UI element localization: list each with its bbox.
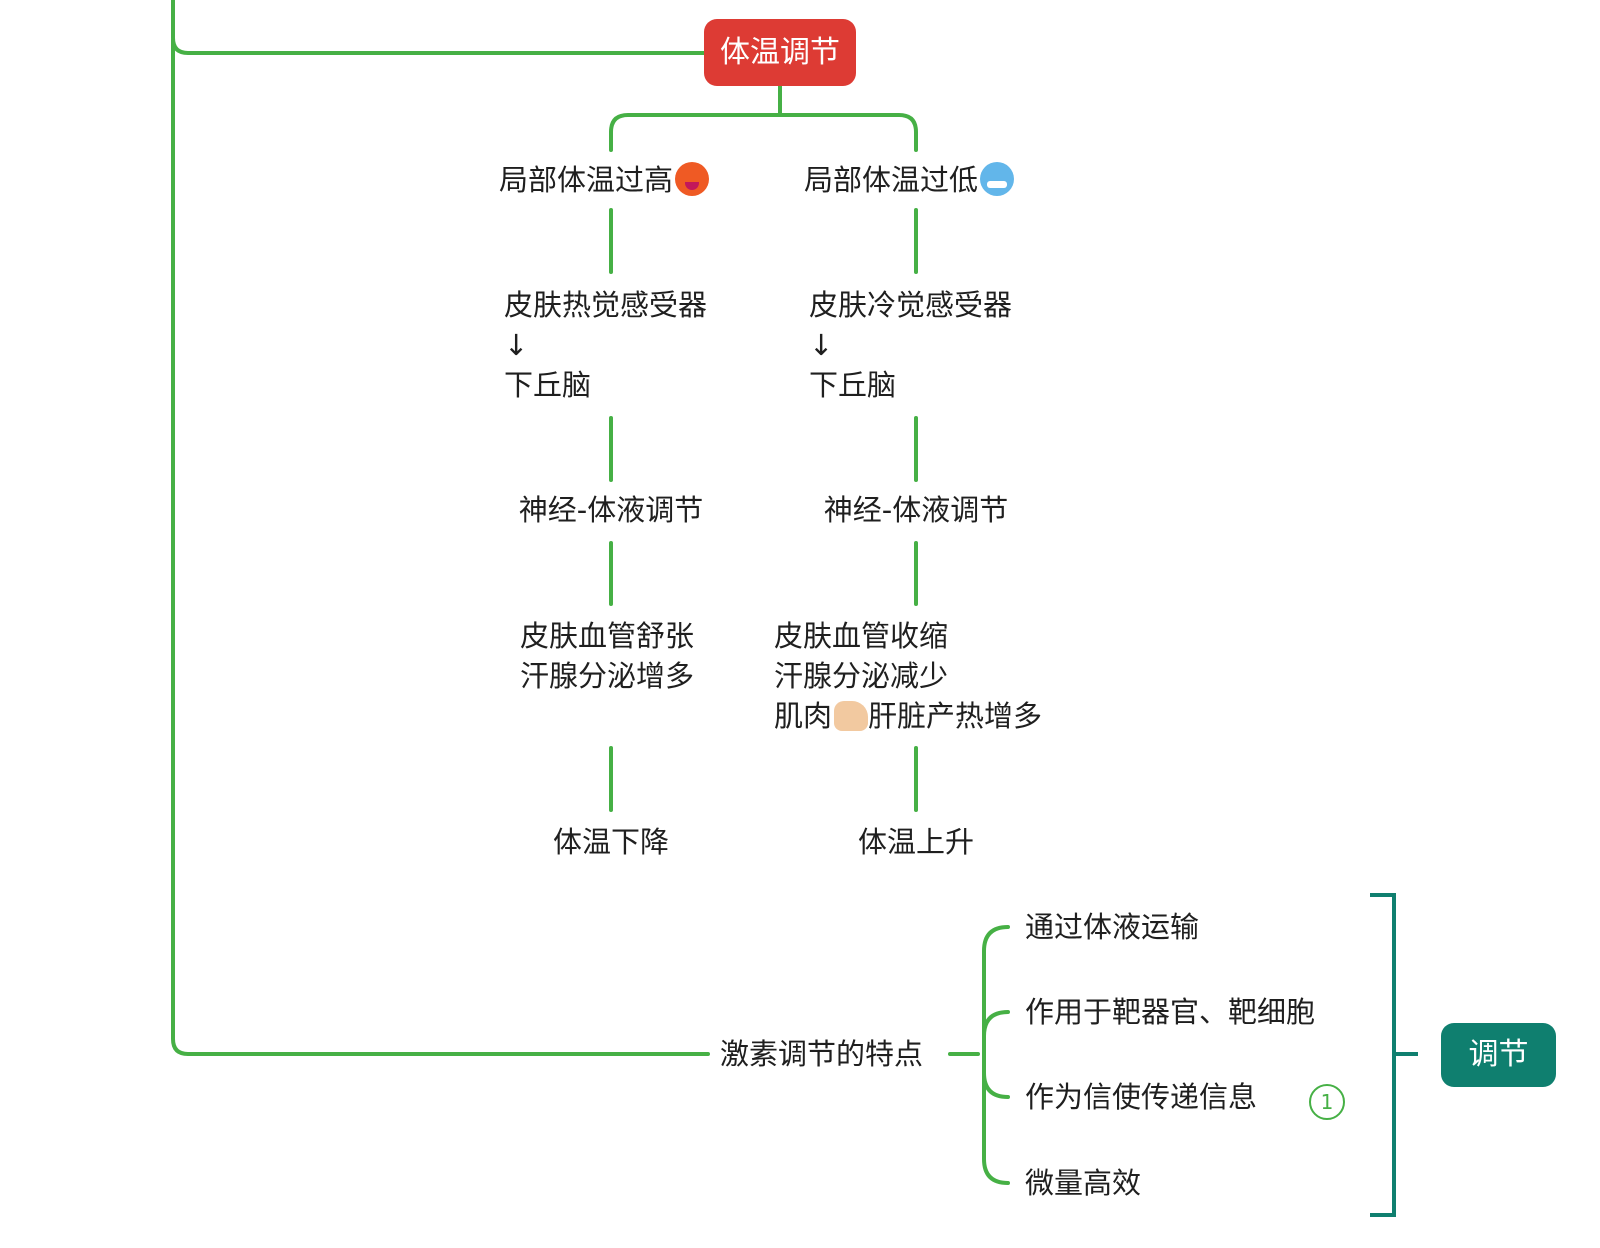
effect-line-3: 肌肉 肝脏产热增多 <box>774 696 1042 736</box>
effect-line-1: 皮肤血管收缩 <box>774 619 949 653</box>
hormone-spine-line <box>982 925 1010 1185</box>
hormone-item[interactable]: 微量高效 <box>1025 1166 1142 1200</box>
summary-bracket <box>1370 893 1396 1217</box>
flexed-biceps-icon <box>834 701 869 731</box>
branch-hot-result[interactable]: 体温下降 <box>552 825 669 859</box>
effect-line-2: 汗腺分泌增多 <box>520 659 695 693</box>
summary-node[interactable]: 调节 <box>1441 1023 1556 1087</box>
branch-split-line <box>609 113 918 152</box>
root-node[interactable]: 体温调节 <box>704 19 856 86</box>
branch-cold-regulation[interactable]: 神经-体液调节 <box>823 493 1009 527</box>
branch-cold-effects[interactable]: 皮肤血管收缩汗腺分泌减少肌肉 肝脏产热增多 <box>774 616 1042 736</box>
effect-line-2: 汗腺分泌减少 <box>774 659 949 693</box>
branch-hot-title[interactable]: 局部体温过高 <box>499 160 710 200</box>
branch-hot-regulation[interactable]: 神经-体液调节 <box>518 493 704 527</box>
branch-cold-title[interactable]: 局部体温过低 <box>804 160 1015 200</box>
sensor-line-3: 下丘脑 <box>809 368 897 402</box>
note-count-badge[interactable]: 1 <box>1309 1084 1345 1120</box>
hormone-item[interactable]: 通过体液运输 <box>1025 910 1200 944</box>
hormone-title[interactable]: 激素调节的特点 <box>720 1037 924 1071</box>
effect-line-3-end: 肝脏产热增多 <box>868 699 1043 733</box>
branch-cold-result[interactable]: 体温上升 <box>857 825 974 859</box>
effect-line-1: 皮肤血管舒张 <box>520 619 695 653</box>
trunk-line <box>171 0 706 55</box>
branch-cold-title-text: 局部体温过低 <box>804 163 979 197</box>
sensor-line-1: 皮肤冷觉感受器 <box>809 288 1013 322</box>
branch-hot-sensor[interactable]: 皮肤热觉感受器 ↓ 下丘脑 <box>504 285 707 405</box>
hot-face-icon <box>675 162 710 196</box>
effect-line-3-start: 肌肉 <box>774 699 833 733</box>
hormone-link-line <box>171 38 710 1056</box>
sensor-line-1: 皮肤热觉感受器 <box>504 288 708 322</box>
hormone-item-2-line <box>982 1010 1010 1038</box>
branch-cold-sensor[interactable]: 皮肤冷觉感受器 ↓ 下丘脑 <box>809 285 1012 405</box>
hormone-item[interactable]: 作用于靶器官、靶细胞 <box>1025 995 1316 1029</box>
sensor-line-3: 下丘脑 <box>504 368 592 402</box>
branch-hot-title-text: 局部体温过高 <box>499 163 674 197</box>
cold-face-icon <box>980 162 1015 196</box>
hormone-item[interactable]: 作为信使传递信息 <box>1025 1080 1258 1114</box>
sensor-arrow: ↓ <box>809 328 834 362</box>
hormone-item-3-line <box>982 1071 1010 1099</box>
branch-hot-effects[interactable]: 皮肤血管舒张汗腺分泌增多 <box>520 616 694 696</box>
sensor-arrow: ↓ <box>504 328 529 362</box>
